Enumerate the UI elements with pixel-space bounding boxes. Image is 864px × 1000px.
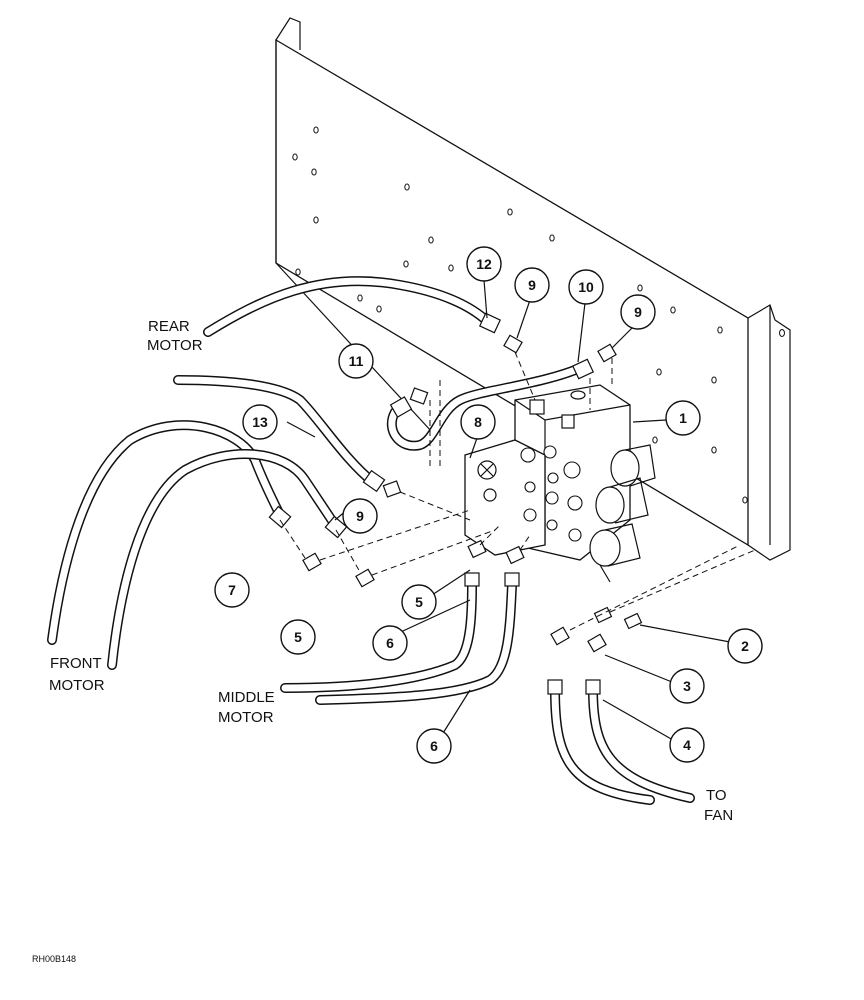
middle-motor-label-line1: MIDDLE bbox=[218, 689, 275, 706]
svg-text:12: 12 bbox=[476, 256, 492, 272]
svg-text:7: 7 bbox=[228, 582, 236, 598]
svg-text:10: 10 bbox=[578, 279, 594, 295]
svg-text:5: 5 bbox=[294, 629, 302, 645]
to-fan-label-line2: FAN bbox=[704, 807, 733, 824]
callout-2: 2 bbox=[727, 628, 763, 664]
svg-text:11: 11 bbox=[349, 353, 364, 369]
front-motor-label-line2: MOTOR bbox=[49, 677, 105, 694]
callout-10: 10 bbox=[568, 269, 604, 305]
svg-text:6: 6 bbox=[386, 635, 394, 651]
front-motor-hoses bbox=[47, 420, 375, 670]
fan-hoses bbox=[547, 606, 695, 805]
assembly-lines bbox=[279, 351, 756, 631]
callout-9b: 9 bbox=[620, 294, 656, 330]
callout-4: 4 bbox=[669, 727, 705, 763]
callout-8: 8 bbox=[460, 404, 496, 440]
svg-text:8: 8 bbox=[474, 414, 482, 430]
leader-lines bbox=[286, 279, 731, 741]
middle-motor-hoses bbox=[280, 539, 525, 705]
svg-text:9: 9 bbox=[634, 304, 642, 320]
svg-text:4: 4 bbox=[683, 737, 691, 753]
valve-block bbox=[464, 384, 656, 583]
callout-9c: 9 bbox=[342, 498, 378, 534]
hose-13 bbox=[173, 375, 402, 498]
callout-1: 1 bbox=[665, 400, 701, 436]
svg-text:6: 6 bbox=[430, 738, 438, 754]
callout-13: 13 bbox=[242, 404, 278, 440]
svg-text:9: 9 bbox=[356, 508, 364, 524]
callout-12: 12 bbox=[466, 246, 502, 282]
to-fan-label-line1: TO bbox=[706, 787, 727, 804]
callout-5b: 5 bbox=[280, 619, 316, 655]
hose-11 bbox=[386, 358, 595, 451]
rear-motor-label-line1: REAR bbox=[148, 318, 190, 335]
middle-motor-label-line2: MOTOR bbox=[218, 709, 274, 726]
svg-text:1: 1 bbox=[679, 410, 687, 426]
drawing-code: RH00B148 bbox=[32, 954, 76, 964]
callout-7: 7 bbox=[214, 572, 250, 608]
callout-5a: 5 bbox=[401, 584, 437, 620]
svg-text:5: 5 bbox=[415, 594, 423, 610]
callout-6b: 6 bbox=[416, 728, 452, 764]
rear-motor-hose bbox=[203, 276, 502, 337]
callout-3: 3 bbox=[669, 668, 705, 704]
svg-text:13: 13 bbox=[252, 414, 268, 430]
callout-9a: 9 bbox=[514, 267, 550, 303]
callout-11: 11 bbox=[338, 343, 374, 379]
svg-text:2: 2 bbox=[741, 638, 749, 654]
front-motor-label-line1: FRONT bbox=[50, 655, 102, 672]
callout-6a: 6 bbox=[372, 625, 408, 661]
elbow-fitting-9a bbox=[409, 334, 617, 405]
svg-text:9: 9 bbox=[528, 277, 536, 293]
svg-text:3: 3 bbox=[683, 678, 691, 694]
rear-motor-label-line2: MOTOR bbox=[147, 337, 203, 354]
